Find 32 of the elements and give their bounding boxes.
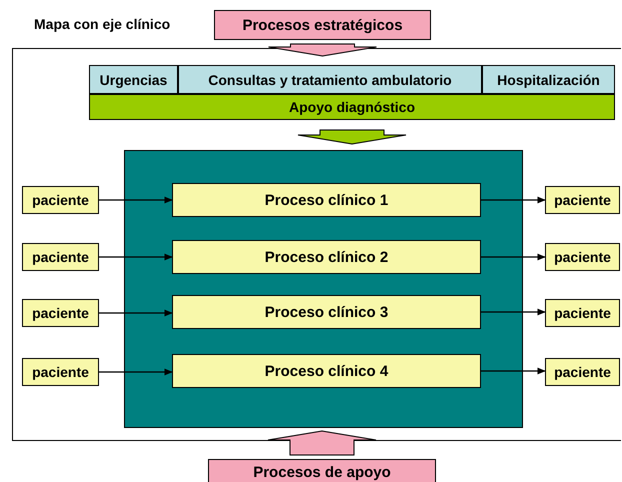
process-box: Apoyo diagnóstico [89,94,615,120]
arrow [99,196,173,204]
process-box: Proceso clínico 3 [172,295,481,329]
arrow [481,368,546,374]
process-box: Hospitalización [482,65,615,94]
process-box: Proceso clínico 4 [172,354,481,388]
process-box: Urgencias [89,65,178,94]
block-arrow [298,130,406,144]
arrow [99,368,173,376]
patient-box: paciente [545,358,620,386]
patient-box: paciente [545,186,620,214]
patient-box: paciente [545,299,620,327]
frame-box [12,48,621,441]
patient-box: paciente [545,243,620,271]
patient-box: paciente [22,243,99,271]
block-arrow [268,430,376,456]
process-box: Procesos de apoyo [208,459,436,482]
block-arrow [268,44,377,56]
patient-box: paciente [22,299,99,327]
patient-box: paciente [22,186,99,214]
process-box: Consultas y tratamiento ambulatorio [178,65,482,94]
patient-box: paciente [22,358,99,386]
arrow [99,254,173,260]
arrow [481,196,546,204]
process-box: Proceso clínico 2 [172,240,481,274]
diagram-title: Mapa con eje clínico [34,16,170,32]
process-block [124,150,523,428]
arrow [481,308,546,316]
arrow [99,310,173,316]
process-box: Proceso clínico 1 [172,183,481,217]
process-box: Procesos estratégicos [214,10,431,40]
arrow [481,254,546,260]
